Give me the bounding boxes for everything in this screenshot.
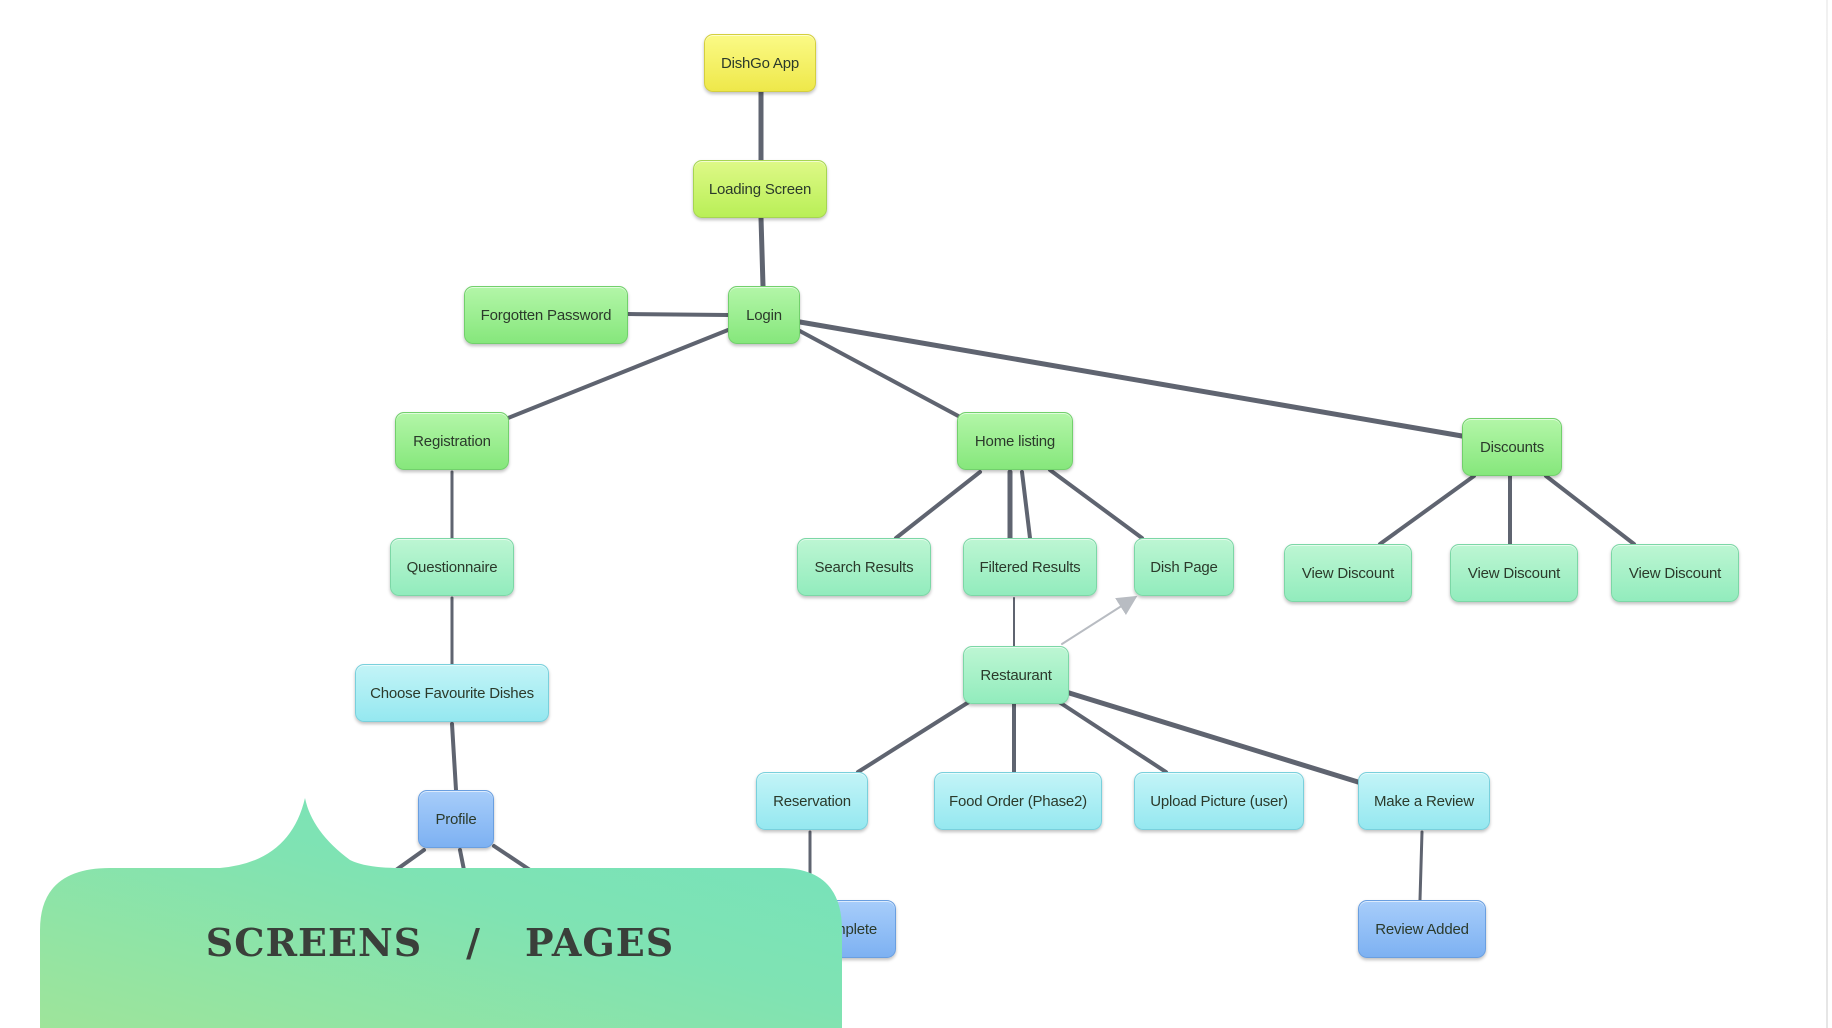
edge-login-forgotten (626, 312, 730, 317)
edge-home-search (894, 470, 982, 540)
edge-restaurant-review (1063, 689, 1361, 785)
edge-login-registration (506, 328, 730, 420)
node-view-discount-2[interactable]: View Discount (1450, 544, 1578, 602)
node-profile[interactable]: Profile (418, 790, 494, 848)
edge-profile-child-1 (394, 848, 426, 872)
edge-home-filtered-b (1020, 470, 1032, 540)
edge-profile-child-2 (458, 848, 466, 872)
right-edge-divider (1826, 0, 1828, 1028)
node-view-discount-1[interactable]: View Discount (1284, 544, 1412, 602)
edge-login-home (796, 328, 964, 420)
node-choose-favourite-dishes[interactable]: Choose Favourite Dishes (355, 664, 549, 722)
node-loading-screen[interactable]: Loading Screen (693, 160, 827, 218)
node-view-discount-3[interactable]: View Discount (1611, 544, 1739, 602)
node-discounts[interactable]: Discounts (1462, 418, 1562, 476)
edge-profile-child-3 (492, 844, 532, 872)
node-dish-page[interactable]: Dish Page (1134, 538, 1234, 596)
edge-discounts-view-1 (1378, 474, 1476, 546)
node-make-a-review[interactable]: Make a Review (1358, 772, 1490, 830)
edge-choose-profile (450, 722, 458, 792)
node-forgotten-password[interactable]: Forgotten Password (464, 286, 628, 344)
node-search-results[interactable]: Search Results (797, 538, 931, 596)
node-dishgo-app[interactable]: DishGo App (704, 34, 816, 92)
node-questionnaire[interactable]: Questionnaire (390, 538, 514, 596)
edge-discounts-view-3 (1544, 474, 1636, 546)
node-upload-picture[interactable]: Upload Picture (user) (1134, 772, 1304, 830)
node-login[interactable]: Login (728, 286, 800, 344)
node-reservation-complete[interactable]: mplete (760, 900, 896, 958)
node-registration[interactable]: Registration (395, 412, 509, 470)
edge-restaurant-upload (1054, 698, 1168, 774)
edge-home-dish (1048, 468, 1144, 540)
edge-review-added (1418, 830, 1424, 902)
edge-restaurant-dish-arrow (1061, 595, 1138, 645)
node-reservation[interactable]: Reservation (756, 772, 868, 830)
node-restaurant[interactable]: Restaurant (963, 646, 1069, 704)
node-filtered-results[interactable]: Filtered Results (963, 538, 1097, 596)
edge-loading-login (758, 215, 766, 289)
edge-restaurant-reservation (856, 698, 974, 774)
edge-login-discounts (797, 319, 1465, 439)
node-review-added[interactable]: Review Added (1358, 900, 1486, 958)
node-home-listing[interactable]: Home listing (957, 412, 1073, 470)
node-food-order[interactable]: Food Order (Phase2) (934, 772, 1102, 830)
